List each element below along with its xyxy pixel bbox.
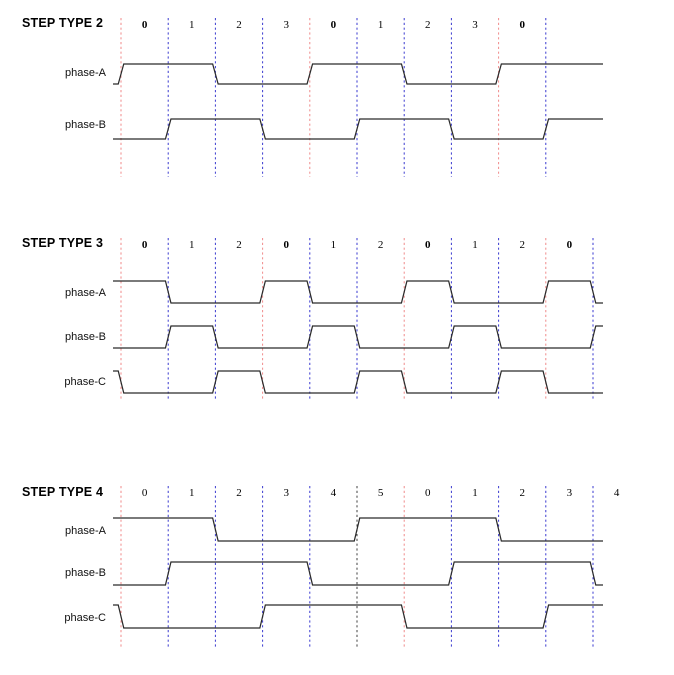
section-step-type-4: STEP TYPE 4 0 1 2 3 4 5 0 1 2 3 4 phase-A phase-B phas… (22, 485, 620, 648)
trace-label-phase-C: phase-C (64, 612, 106, 624)
step-number-7: 1 (472, 487, 478, 499)
section-title-step-type-4: STEP TYPE 4 (22, 485, 103, 499)
step-numbers-step-type-2: 0 1 2 3 0 1 2 3 0 (142, 19, 526, 31)
step-number-4: 1 (331, 239, 337, 251)
trace-label-phase-A: phase-A (65, 67, 107, 79)
step-number-6: 0 (425, 239, 431, 251)
step-number-4: 4 (331, 487, 337, 499)
step-number-2: 2 (236, 19, 242, 31)
section-title-step-type-3: STEP TYPE 3 (22, 236, 103, 250)
step-numbers-step-type-4: 0 1 2 3 4 5 0 1 2 3 4 (142, 487, 620, 499)
step-number-5: 1 (378, 19, 384, 31)
trace-label-phase-B: phase-B (65, 119, 106, 131)
step-number-3: 3 (283, 487, 289, 499)
trace-label-phase-B: phase-B (65, 331, 106, 343)
step-number-6: 0 (425, 487, 431, 499)
step-number-5: 5 (378, 487, 384, 499)
waveform-step-type-2-phase-B (113, 118, 603, 140)
step-number-6: 2 (425, 19, 431, 31)
step-number-2: 2 (236, 487, 242, 499)
step-number-8: 2 (519, 487, 525, 499)
step-number-0: 0 (142, 19, 148, 31)
step-number-7: 1 (472, 239, 478, 251)
step-number-7: 3 (472, 19, 478, 31)
section-title-step-type-2: STEP TYPE 2 (22, 16, 103, 30)
waveform-step-type-4-phase-A (113, 517, 603, 542)
step-number-8: 2 (519, 239, 525, 251)
waveform-step-type-4-phase-C (113, 604, 603, 629)
waveform-step-type-3-phase-C (113, 370, 603, 394)
gridlines-step-type-2 (120, 18, 547, 177)
gridlines-step-type-3 (120, 238, 594, 400)
trace-label-phase-B: phase-B (65, 567, 106, 579)
step-number-5: 2 (378, 239, 384, 251)
waveform-step-type-3-phase-A (113, 280, 603, 304)
section-step-type-3: STEP TYPE 3 0 1 2 0 1 2 0 1 2 0 phase-A phase-B phase… (22, 236, 603, 400)
step-numbers-step-type-3: 0 1 2 0 1 2 0 1 2 0 (142, 239, 573, 251)
step-number-1: 1 (189, 239, 195, 251)
trace-label-phase-A: phase-A (65, 525, 107, 537)
step-number-3: 3 (283, 19, 289, 31)
step-number-0: 0 (142, 487, 148, 499)
section-step-type-2: STEP TYPE 2 0 1 2 3 0 1 2 3 0 phase-A phase-B (22, 16, 603, 177)
step-number-9: 3 (567, 487, 573, 499)
trace-label-phase-C: phase-C (64, 376, 106, 388)
step-number-4: 0 (331, 19, 337, 31)
step-number-9: 0 (567, 239, 573, 251)
waveform-step-type-2-phase-A (113, 63, 603, 85)
step-number-1: 1 (189, 487, 195, 499)
step-number-8: 0 (519, 19, 525, 31)
step-number-2: 2 (236, 239, 242, 251)
step-number-1: 1 (189, 19, 195, 31)
step-number-3: 0 (283, 239, 289, 251)
gridlines-step-type-4 (120, 486, 594, 648)
step-number-0: 0 (142, 239, 148, 251)
waveform-step-type-3-phase-B (113, 325, 603, 349)
trace-label-phase-A: phase-A (65, 287, 107, 299)
step-number-10: 4 (614, 487, 620, 499)
waveform-step-type-4-phase-B (113, 561, 603, 586)
